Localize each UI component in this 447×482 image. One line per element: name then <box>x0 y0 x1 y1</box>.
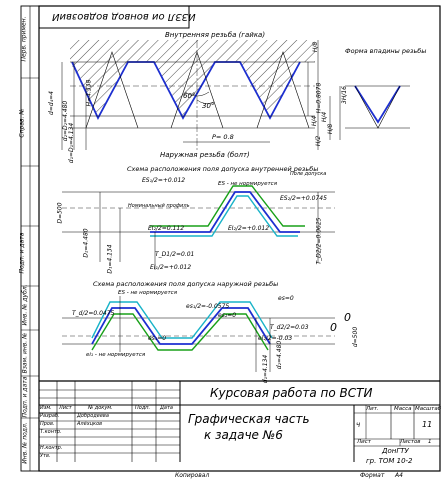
dim-h4: H/4 <box>311 115 319 127</box>
inner-ei: EI₁/2=+0.012 <box>150 264 192 271</box>
dim-h: H=4.338 <box>85 79 93 107</box>
side-label-inv-podl: Инв. № подл. <box>21 422 29 464</box>
title-block <box>39 380 440 462</box>
side-label-sprav: Справ. № <box>18 108 26 138</box>
col-doc-no: № докум. <box>88 405 113 411</box>
inner-tolerance-title: Схема расположения поля допуска внутренн… <box>127 165 319 173</box>
angle-60: 60° <box>183 92 196 100</box>
outer-d1: d₁=4.134 <box>262 354 270 384</box>
sheet-label: Лист <box>357 439 371 445</box>
sheets-label: Листов <box>400 439 421 445</box>
outer-d500: d=500 <box>352 326 360 348</box>
inner-es1: ES₁/2=+0.012 <box>142 177 186 184</box>
row-razrab-name: Добродеева <box>77 413 109 419</box>
outer-td: T_d/2=0.0475 <box>72 310 115 317</box>
col-data: Дата <box>160 405 173 411</box>
inner-es2: ES₂/2=+0.0745 <box>280 195 327 202</box>
scale-label: Масштаб <box>415 406 442 412</box>
org-line-2: гр. ТОМ 10-2 <box>366 457 413 465</box>
outer-td2: T_d2/2=0.03 <box>270 324 309 331</box>
col-podp: Подп. <box>135 405 151 411</box>
inner-field: Поле допуска <box>290 171 327 177</box>
outer-es1: es₁/2=-0.0575 <box>186 303 230 310</box>
inner-nominal: Номинальный профиль <box>128 203 190 209</box>
col-izm: Изм. <box>40 405 52 411</box>
footer-copied: Копировал <box>175 472 210 479</box>
thread-profile <box>61 40 319 150</box>
inner-d500: D=500 <box>56 202 64 224</box>
row-tkontr: Т.контр. <box>40 429 62 435</box>
outer-ei1: ei₁ - не нормируется <box>86 352 146 358</box>
row-prov-name: Алёхцков <box>77 421 103 427</box>
outer-esd: es=0 <box>278 295 294 302</box>
lit-label: Лит. <box>366 406 379 412</box>
angle-30: 30° <box>202 102 215 110</box>
row-nkontr: Н.контр. <box>40 445 63 451</box>
inner-tolerance-scheme <box>62 185 335 270</box>
dim-pitch: P= 0.8 <box>212 133 234 141</box>
row-prov: Пров. <box>40 421 55 427</box>
left-margin-strip <box>20 5 40 472</box>
dim-root-h8: H/8 <box>327 123 335 135</box>
root-form-detail <box>329 85 410 140</box>
sheets-value: 1 <box>428 439 432 445</box>
outer-d2: d₂=4.480 <box>276 340 284 370</box>
footer-format-value: А4 <box>395 472 403 479</box>
dim-root-3h16: 3H/16 <box>341 86 348 104</box>
top-stamp <box>38 5 190 29</box>
inner-td1: T_D1/2=0.01 <box>155 251 195 258</box>
side-label-podp-data-1: Подп. и дата <box>18 232 26 274</box>
org-line-1: ДонГТУ <box>382 447 409 455</box>
inner-tdy: T_D2/2=0.0625 <box>315 217 323 265</box>
inner-d2: D₂=4.480 <box>82 228 90 258</box>
outer-ei2: ei₂/2=-0.03 <box>258 335 293 342</box>
doc-name-1: Графическая часть <box>188 412 310 426</box>
outer-es2: es₂=0 <box>218 312 237 319</box>
inner-thread-label: Внутренняя резьба (гайка) <box>165 31 266 39</box>
inner-d1: D₁=4.134 <box>106 244 114 274</box>
inner-ei2: EI₂/2=+0.012 <box>228 225 270 232</box>
outer-zero-2: 0 <box>330 321 337 334</box>
outer-es: ES - не нормируется <box>118 290 178 296</box>
root-form-label: Форма впадины резьбы <box>345 47 427 55</box>
side-label-inv-dubl: Инв. № дубл. <box>21 284 29 326</box>
dim-h2: H/2 <box>315 135 323 147</box>
dim-h8: H/8 <box>312 41 320 53</box>
side-label-perv-prim: Перв. примен. <box>20 16 28 62</box>
top-stamp-text: ИЗЗЛ ои вонвод водвозвиИ <box>52 11 196 22</box>
outer-tolerance-title: Схема расположения поля допуска наружной… <box>93 280 279 288</box>
dim-d4: d=d₄=4 <box>47 91 55 115</box>
outer-tolerance-scheme <box>62 296 335 372</box>
inner-es: ES - не нормируется <box>218 181 278 187</box>
scale-value: 11 <box>422 420 433 429</box>
row-utv: Утв. <box>40 453 51 459</box>
dim-d1: d₁=D₁=4.134 <box>68 122 76 164</box>
dim-h-full: H=0.8078 <box>315 82 323 114</box>
col-list: Лист <box>59 405 72 411</box>
doc-name-2: к задаче №6 <box>204 428 283 442</box>
outer-es1v: es₁=0 <box>148 335 167 342</box>
dim-root-h4: H/4 <box>321 111 329 123</box>
mass-label: Масса <box>394 406 412 412</box>
outer-thread-label: Наружная резьба (болт) <box>160 151 250 159</box>
outer-zero-1: 0 <box>344 311 351 324</box>
row-razrab: Разраб. <box>40 413 60 419</box>
footer-format-label: Формат <box>360 472 385 479</box>
project-title: Курсовая работа по ВСТИ <box>210 386 373 400</box>
inner-ei-half: EI₂/2=0.112 <box>148 225 185 232</box>
ch-value: Ч <box>356 422 361 429</box>
side-label-vzam-inv: Взам. инв. № <box>21 332 29 374</box>
side-label-podp-data-2: Подп. и дата <box>21 376 29 418</box>
